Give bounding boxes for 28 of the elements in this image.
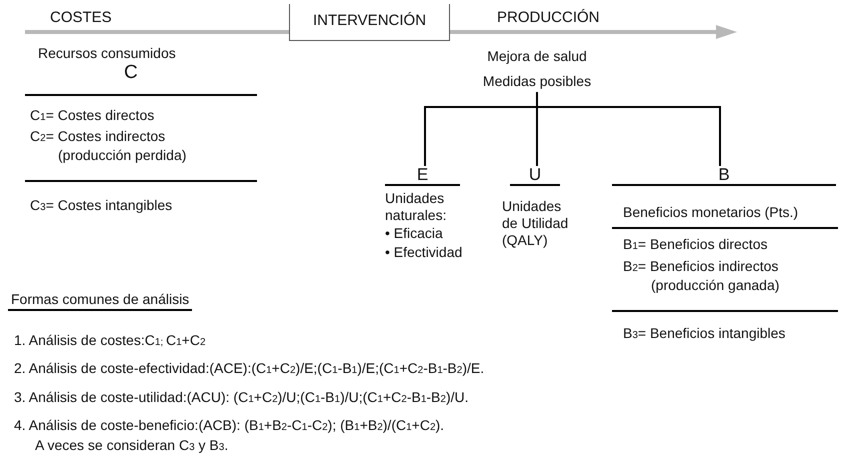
measure-heading: B: [612, 166, 836, 186]
benefit-item: B$_{3}$= Beneficios intangibles: [623, 325, 786, 343]
list-item: 2. Análisis de coste-efectividad:(ACE):(C$_{1}$+C$_{2}$)/E;(C$_{1}$-B$_{1}$)/E;(C$_{1}$+C$_{2}$-B$_{1}$-B$_{2}$)/E.: [14, 360, 484, 378]
cost-item: C$_{2}$= Costes indirectos (producción perdida): [30, 128, 188, 164]
bullet-item: • Eficacia: [385, 225, 443, 242]
list-item: A veces se consideran C$_{3}$ y B$_{3}$.: [35, 437, 228, 455]
cost-item: C$_{3}$= Costes intangibles: [30, 197, 172, 215]
list-item: 4. Análisis de coste-beneficio:(ACB): (B$_{1}$+B$_{2}$-C$_{1}$-C$_{2}$); (B$_{1}$+B$_{2}$)/(C$_{1}$+C$_{2}$).: [14, 417, 444, 435]
outcome-label: Medidas posibles: [482, 73, 592, 90]
connector-line: [536, 92, 721, 166]
section-heading: PRODUCCIÓN: [497, 9, 600, 26]
list-item: 3. Análisis de coste-utilidad:(ACU): (C$_{1}$+C$_{2}$)/U;(C$_{1}$-B$_{1}$)/U;(C$_{1}$+C$_{2}$-B$_{1}$-B$_{2}$)/U.: [14, 389, 469, 407]
column-symbol: C: [124, 62, 138, 84]
measure-heading: E: [385, 166, 460, 186]
stage-box: INTERVENCIÓN: [289, 4, 450, 41]
bullet-item: • Efectividad: [385, 244, 462, 261]
section-heading: COSTES: [50, 9, 112, 26]
outcome-label: Mejora de salud: [486, 48, 588, 65]
column-heading: Recursos consumidos: [38, 45, 176, 62]
section-heading: Formas comunes de análisis: [8, 291, 192, 311]
measure-heading: U: [510, 166, 560, 186]
benefit-item: B$_{2}$= Beneficios indirectos (producción ganada): [623, 258, 780, 294]
measure-description: Beneficios monetarios (Pts.): [623, 204, 798, 222]
cost-item: C$_{1}$= Costes directos: [30, 107, 154, 125]
measure-description: Unidades de Utilidad (QALY): [502, 198, 570, 249]
list-item: 1. Análisis de costes:C$_{1;}$ C$_{1}$+C$_{2}$: [14, 332, 206, 350]
measure-description: Unidades naturales:: [385, 190, 448, 224]
benefit-item: B$_{1}$= Beneficios directos: [623, 236, 768, 254]
